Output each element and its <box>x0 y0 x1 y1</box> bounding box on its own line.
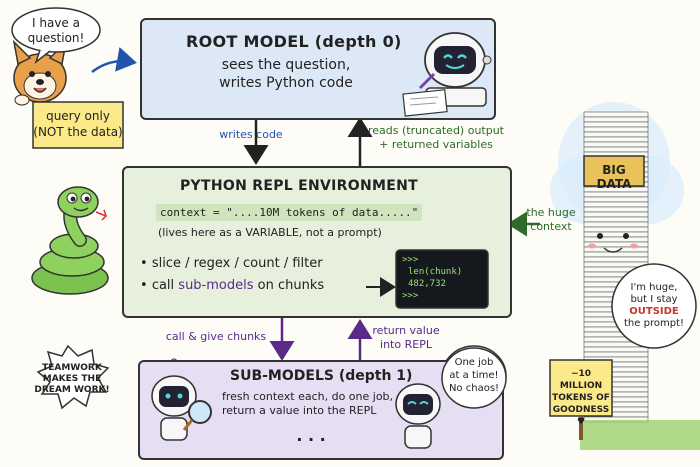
sub-models-ellipsis: . . . <box>296 426 326 445</box>
sub-models-desc-line1: fresh context each, do one job, <box>222 390 394 403</box>
reads-output-label: reads (truncated) output + returned vari… <box>368 124 504 152</box>
repl-bullet2-suffix: on chunks <box>253 278 325 293</box>
terminal-line2: len(chunk) <box>408 267 463 277</box>
tokens-sign <box>549 359 613 417</box>
tokens-sign-line2: TOKENS OF <box>552 393 610 403</box>
repl-title: PYTHON REPL ENVIRONMENT <box>180 178 418 194</box>
root-model-desc-line1: sees the question, <box>221 57 351 73</box>
tokens-sign-line1: ~10 MILLION <box>559 369 603 391</box>
repl-bullet2-highlight: sub-models <box>178 278 254 293</box>
return-value-line1: return value <box>372 324 440 337</box>
big-data-bubble-line3: OUTSIDE <box>629 306 679 317</box>
root-model-title: ROOT MODEL (depth 0) <box>186 32 402 51</box>
repl-terminal-overlay <box>395 249 489 309</box>
sub-bubble-line3: No chaos! <box>448 383 500 394</box>
call-chunks-label: call & give chunks <box>165 330 267 343</box>
sub-models-desc: fresh context each, do one job, return a… <box>222 390 393 418</box>
query-sign <box>32 101 124 149</box>
huge-context-line1: the huge <box>526 206 576 219</box>
big-data-bubble-line2: but I stay <box>630 294 678 305</box>
sub-robot-right-overlay <box>395 383 441 449</box>
huge-context-label: the huge context <box>516 206 586 234</box>
big-data-bubble-line4: the prompt! <box>624 318 684 329</box>
terminal-line4: >>> <box>402 291 419 301</box>
snake-illustration <box>31 186 109 295</box>
sub-models-title: SUB-MODELS (depth 1) <box>230 368 413 384</box>
terminal-text: >>> len(chunk) 482,732 >>> <box>402 254 462 302</box>
root-model-desc-line2: writes Python code <box>219 75 353 91</box>
tokens-sign-line3: GOODNESS ♥ <box>552 405 610 427</box>
sub-models-desc-line2: return a value into the REPL <box>222 404 377 417</box>
return-value-line2: into REPL <box>380 338 432 351</box>
teamwork-burst <box>36 344 110 410</box>
teamwork-text: TEAMWORK MAKES THE DREAM WORK! <box>30 363 114 396</box>
corgi-illustration <box>12 39 68 106</box>
big-data-label-sign <box>583 155 645 187</box>
return-value-label: return value into REPL <box>366 324 446 352</box>
sub-bubble-text: One job at a time! No chaos! <box>446 356 502 395</box>
corgi-speech-text: I have a question! <box>14 16 98 46</box>
big-data-label: BIG DATA <box>596 163 632 191</box>
repl-bullet-slice: • slice / regex / count / filter <box>140 256 323 271</box>
query-sign-line1: query only <box>46 109 110 123</box>
bullet-dot: • <box>140 256 152 271</box>
teamwork-line3: DREAM WORK! <box>34 385 110 395</box>
query-sign-line2: (NOT the data) <box>33 125 123 139</box>
writes-code-label: writes code <box>219 128 283 141</box>
corgi-speech-bubble <box>11 7 101 53</box>
big-data-bubble-text: I'm huge, but I stay OUTSIDE the prompt! <box>616 282 692 330</box>
big-data-speech-bubble <box>611 263 697 349</box>
sub-bubble-line2: at a time! <box>449 370 499 381</box>
teamwork-line2: MAKES THE <box>42 374 102 384</box>
bullet-dot: • <box>140 278 152 293</box>
reads-output-line2: + returned variables <box>379 138 493 151</box>
huge-context-line2: context <box>530 220 572 233</box>
context-note: (lives here as a VARIABLE, not a prompt) <box>158 226 382 239</box>
reads-output-line1: reads (truncated) output <box>368 124 504 137</box>
corgi-speech-line1: I have a <box>32 16 80 30</box>
big-data-bubble-line1: I'm huge, <box>630 282 678 293</box>
root-model-desc: sees the question, writes Python code <box>196 56 376 92</box>
repl-bullet-call: • call sub-models on chunks <box>140 278 324 293</box>
root-robot-overlay <box>402 32 492 117</box>
sub-bubble-line1: One job <box>454 357 494 368</box>
repl-bullet1-text: slice / regex / count / filter <box>151 256 323 271</box>
terminal-line1: >>> <box>402 255 419 265</box>
corgi-speech-line2: question! <box>27 31 85 45</box>
query-arrow <box>91 47 137 73</box>
query-sign-text: query only (NOT the data) <box>33 108 123 140</box>
sub-robot-left-overlay <box>151 375 212 441</box>
teamwork-line1: TEAMWORK <box>42 363 102 373</box>
tokens-sign-text: ~10 MILLION TOKENS OF GOODNESS ♥ <box>550 368 612 428</box>
terminal-line3: 482,732 <box>408 279 446 289</box>
context-variable-code: context = "....10M tokens of data....." <box>156 204 423 221</box>
repl-bullet2-prefix: call <box>151 278 179 293</box>
